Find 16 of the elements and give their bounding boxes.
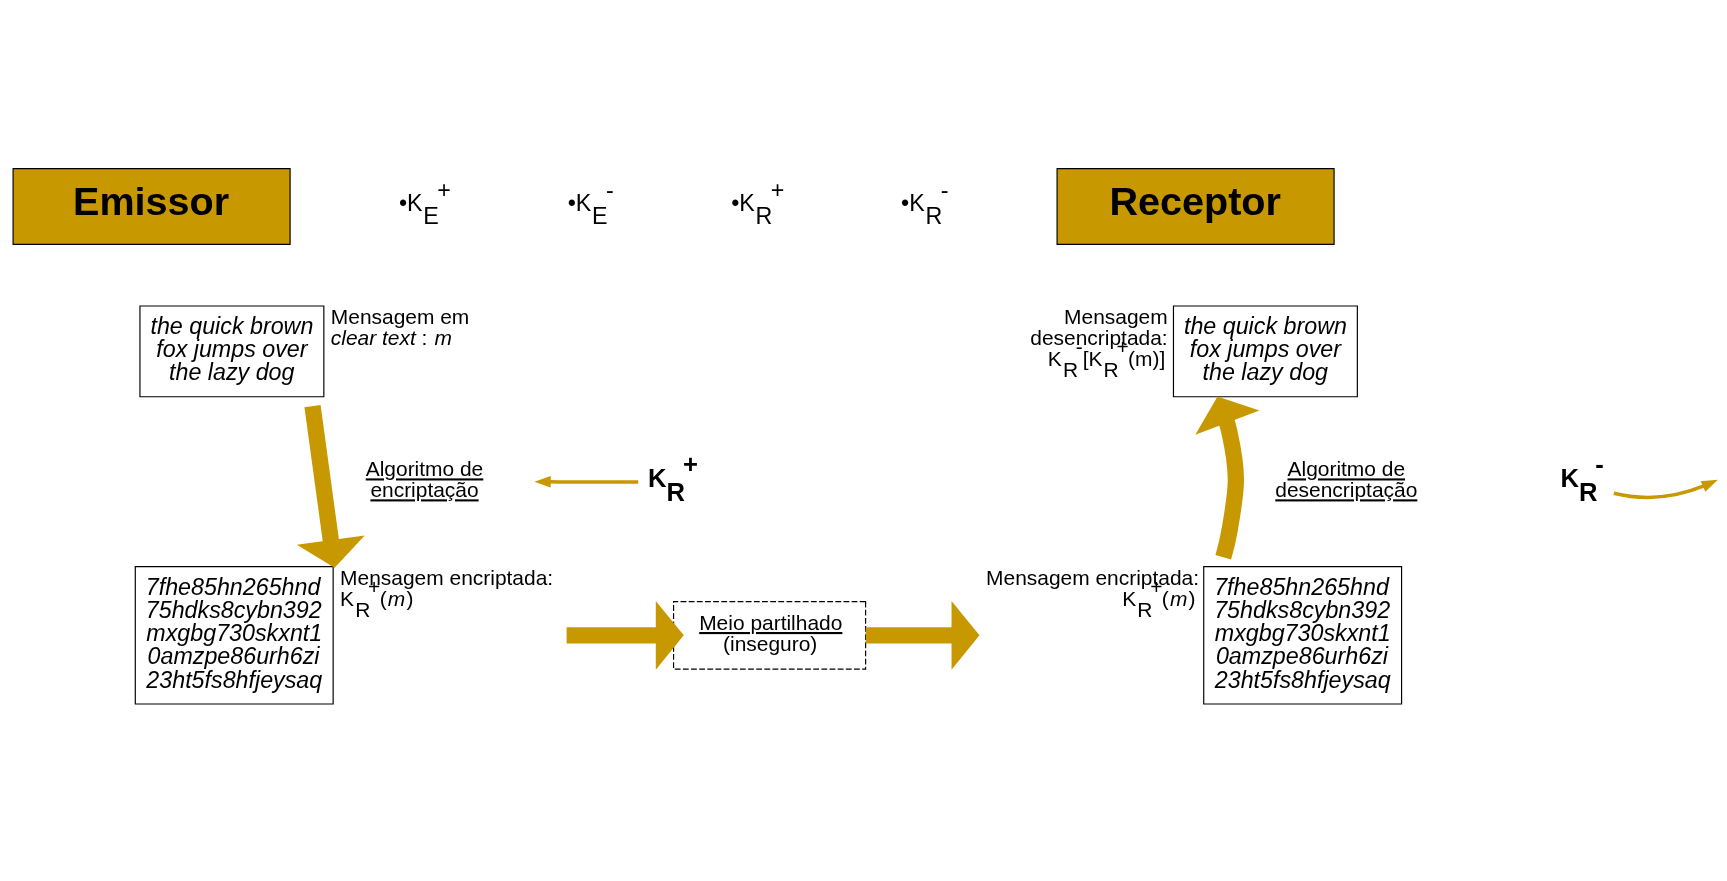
arrow — [566, 600, 684, 670]
edge-label: Algoritmo de encriptação — [365, 456, 484, 501]
arrow — [1613, 479, 1718, 499]
node-box: Meio partilhado (inseguro) — [673, 600, 867, 670]
node-box: the quick brown fox jumps over the lazy dog — [139, 304, 325, 397]
node-label: Mensagem em clear text : m — [330, 304, 470, 349]
node-box: Receptor — [1056, 167, 1335, 245]
node-box: Emissor — [12, 167, 291, 245]
arrow — [534, 475, 639, 488]
node-box: 7fhe85hn265hnd 75hdks8cybn392 mxgbg730skxnt1 0amzpe86urh6zi 23ht5fs8hfjeysaq — [134, 565, 334, 705]
arrow — [865, 600, 980, 670]
node-box: the quick brown fox jumps over the lazy dog — [1172, 304, 1358, 397]
edge-label: Algoritmo de desencriptação — [1275, 456, 1418, 501]
node-box: 7fhe85hn265hnd 75hdks8cybn392 mxgbg730skxnt1 0amzpe86urh6zi 23ht5fs8hfjeysaq — [1203, 565, 1403, 705]
arrow — [1195, 396, 1260, 559]
arrow — [296, 404, 365, 568]
